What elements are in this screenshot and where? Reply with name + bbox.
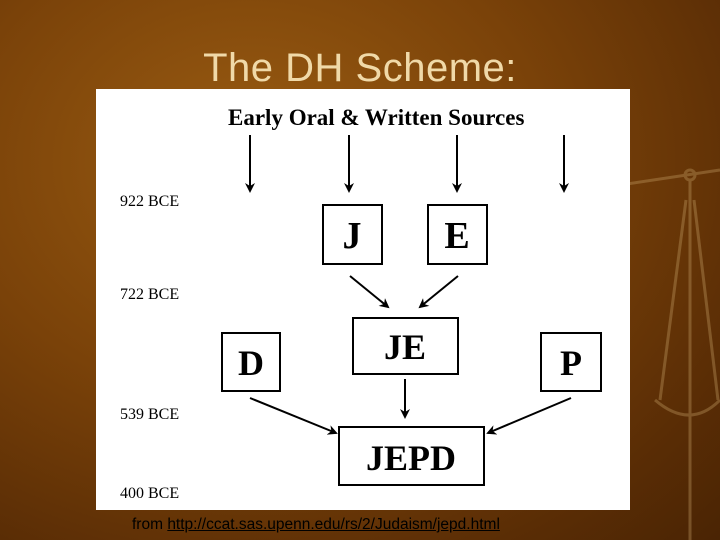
box-jepd (338, 426, 485, 486)
arrow-e-to-je (418, 275, 459, 309)
box-e (427, 204, 488, 265)
slide-title: The DH Scheme: (0, 46, 720, 91)
arrow-j-to-je (349, 275, 390, 309)
source-link[interactable]: http://ccat.sas.upenn.edu/rs/2/Judaism/j… (167, 516, 500, 533)
box-je (352, 317, 459, 375)
date-label: 539 BCE (120, 406, 179, 423)
date-label: 722 BCE (120, 286, 179, 303)
slide-title-text: The DH Scheme: (203, 46, 517, 90)
box-j-label: J (343, 215, 362, 257)
box-j (322, 204, 383, 265)
arrow-p-to-jepd (486, 397, 572, 435)
date-label: 400 BCE (120, 485, 179, 502)
date-label: 922 BCE (120, 193, 179, 210)
arrow-d-to-jepd (249, 397, 338, 435)
dh-diagram: Early Oral & Written Sources 922 BCE 722… (120, 105, 602, 502)
scales-of-justice-decoration (600, 168, 720, 540)
diagram-panel: Early Oral & Written Sources 922 BCE 722… (96, 89, 630, 510)
box-d (221, 332, 281, 392)
box-d-label: D (238, 343, 264, 383)
box-je-label: JE (384, 327, 426, 367)
source-prefix: from (132, 516, 168, 533)
box-p-label: P (560, 343, 582, 383)
box-jepd-label: JEPD (366, 438, 456, 478)
diagram-heading: Early Oral & Written Sources (228, 105, 524, 130)
box-e-label: E (444, 215, 469, 257)
box-p (540, 332, 602, 392)
source-citation: from http://ccat.sas.upenn.edu/rs/2/Juda… (132, 516, 500, 534)
